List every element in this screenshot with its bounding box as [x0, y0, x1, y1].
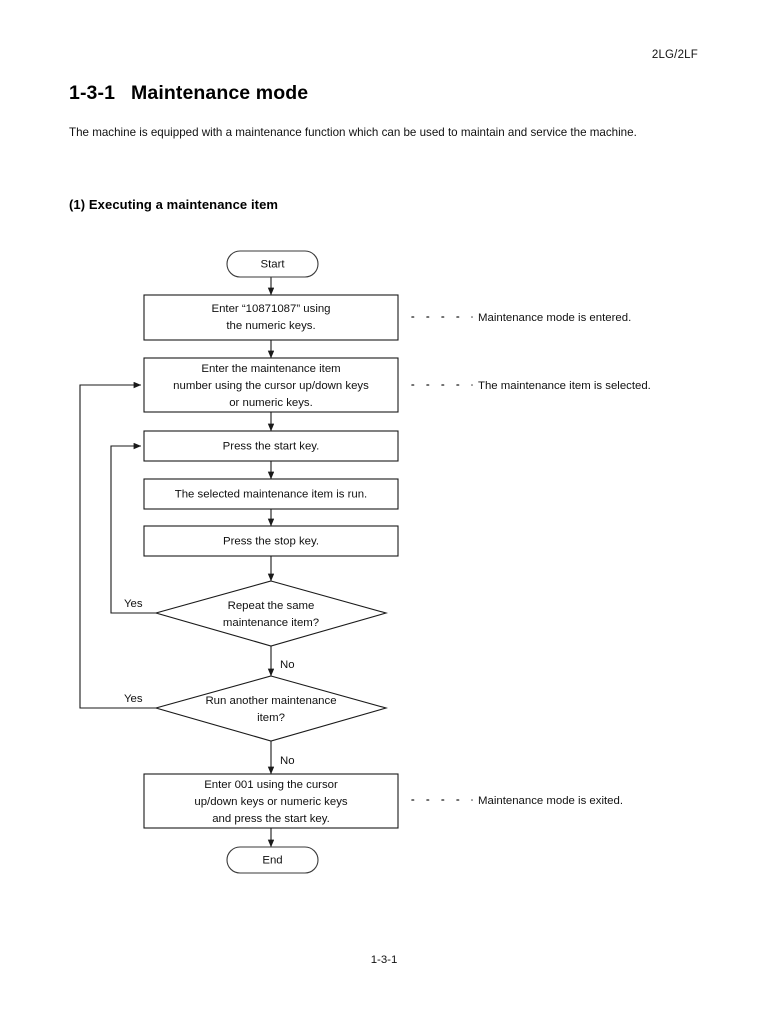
page-title-text: Maintenance mode [131, 82, 309, 104]
branch-label-repeat-same-no: No [280, 659, 295, 671]
flow-node-enter-item: Enter the maintenance item number using … [143, 357, 399, 413]
flow-node-repeat-same-line-2: maintenance item? [223, 617, 319, 629]
flow-node-enter-item-line-3: or numeric keys. [229, 397, 313, 409]
annotation-maintenance-item-selected-text: The maintenance item is selected. [478, 380, 651, 392]
flow-node-enter-code-line-1: Enter “10871087” using [211, 303, 330, 315]
flow-node-press-stop: Press the stop key. [143, 525, 399, 557]
flow-node-start: Start [226, 250, 319, 278]
document-header-code: 2LG/2LF [651, 49, 698, 61]
intro-paragraph: The machine is equipped with a maintenan… [69, 126, 637, 139]
flow-node-item-runs-label: The selected maintenance item is run. [175, 489, 367, 501]
page-title-number: 1-3-1 [69, 82, 116, 104]
flow-node-end-label: End [262, 855, 282, 867]
annotation-maintenance-mode-entered-text: Maintenance mode is entered. [478, 312, 631, 324]
flow-node-start-label: Start [260, 259, 285, 271]
flow-node-enter-code: Enter “10871087” using the numeric keys. [143, 294, 399, 341]
flow-node-enter-code-line-2: the numeric keys. [226, 320, 315, 332]
branch-label-repeat-same-yes: Yes [124, 598, 143, 610]
branch-label-run-another-no: No [280, 755, 295, 767]
annotation-maintenance-item-selected: The maintenance item is selected. [411, 380, 651, 392]
flow-node-press-start: Press the start key. [143, 430, 399, 462]
flow-node-enter-item-line-2: number using the cursor up/down keys [173, 380, 369, 392]
annotation-maintenance-mode-entered: Maintenance mode is entered. [411, 312, 631, 324]
flow-node-exit-code-line-2: up/down keys or numeric keys [194, 796, 348, 808]
flow-node-press-start-label: Press the start key. [223, 441, 320, 453]
flow-node-run-another-line-1: Run another maintenance [205, 695, 336, 707]
flow-node-run-another-line-2: item? [257, 712, 285, 724]
flow-node-end: End [226, 846, 319, 874]
branch-label-run-another-yes: Yes [124, 693, 143, 705]
page-footer-number: 1-3-1 [370, 954, 398, 966]
flow-node-exit-code-line-3: and press the start key. [212, 813, 330, 825]
annotation-maintenance-mode-exited-text: Maintenance mode is exited. [478, 795, 623, 807]
flow-node-run-another: Run another maintenance item? [153, 675, 389, 742]
flow-node-repeat-same: Repeat the same maintenance item? [153, 580, 389, 647]
flow-node-repeat-same-line-1: Repeat the same [228, 600, 315, 612]
annotation-maintenance-mode-exited: Maintenance mode is exited. [411, 795, 623, 807]
connector-run-another-yes-loop [79, 381, 156, 709]
page-title: 1-3-1 Maintenance mode [69, 82, 308, 105]
subsection-heading: (1) Executing a maintenance item [69, 197, 279, 212]
flow-node-exit-code: Enter 001 using the cursor up/down keys … [143, 773, 399, 829]
flow-node-press-stop-label: Press the stop key. [223, 536, 319, 548]
connector-repeat-same-yes-loop [110, 442, 156, 614]
flow-node-enter-item-line-1: Enter the maintenance item [201, 363, 340, 375]
flow-node-exit-code-line-1: Enter 001 using the cursor [204, 779, 338, 791]
flow-node-item-runs: The selected maintenance item is run. [143, 478, 399, 510]
